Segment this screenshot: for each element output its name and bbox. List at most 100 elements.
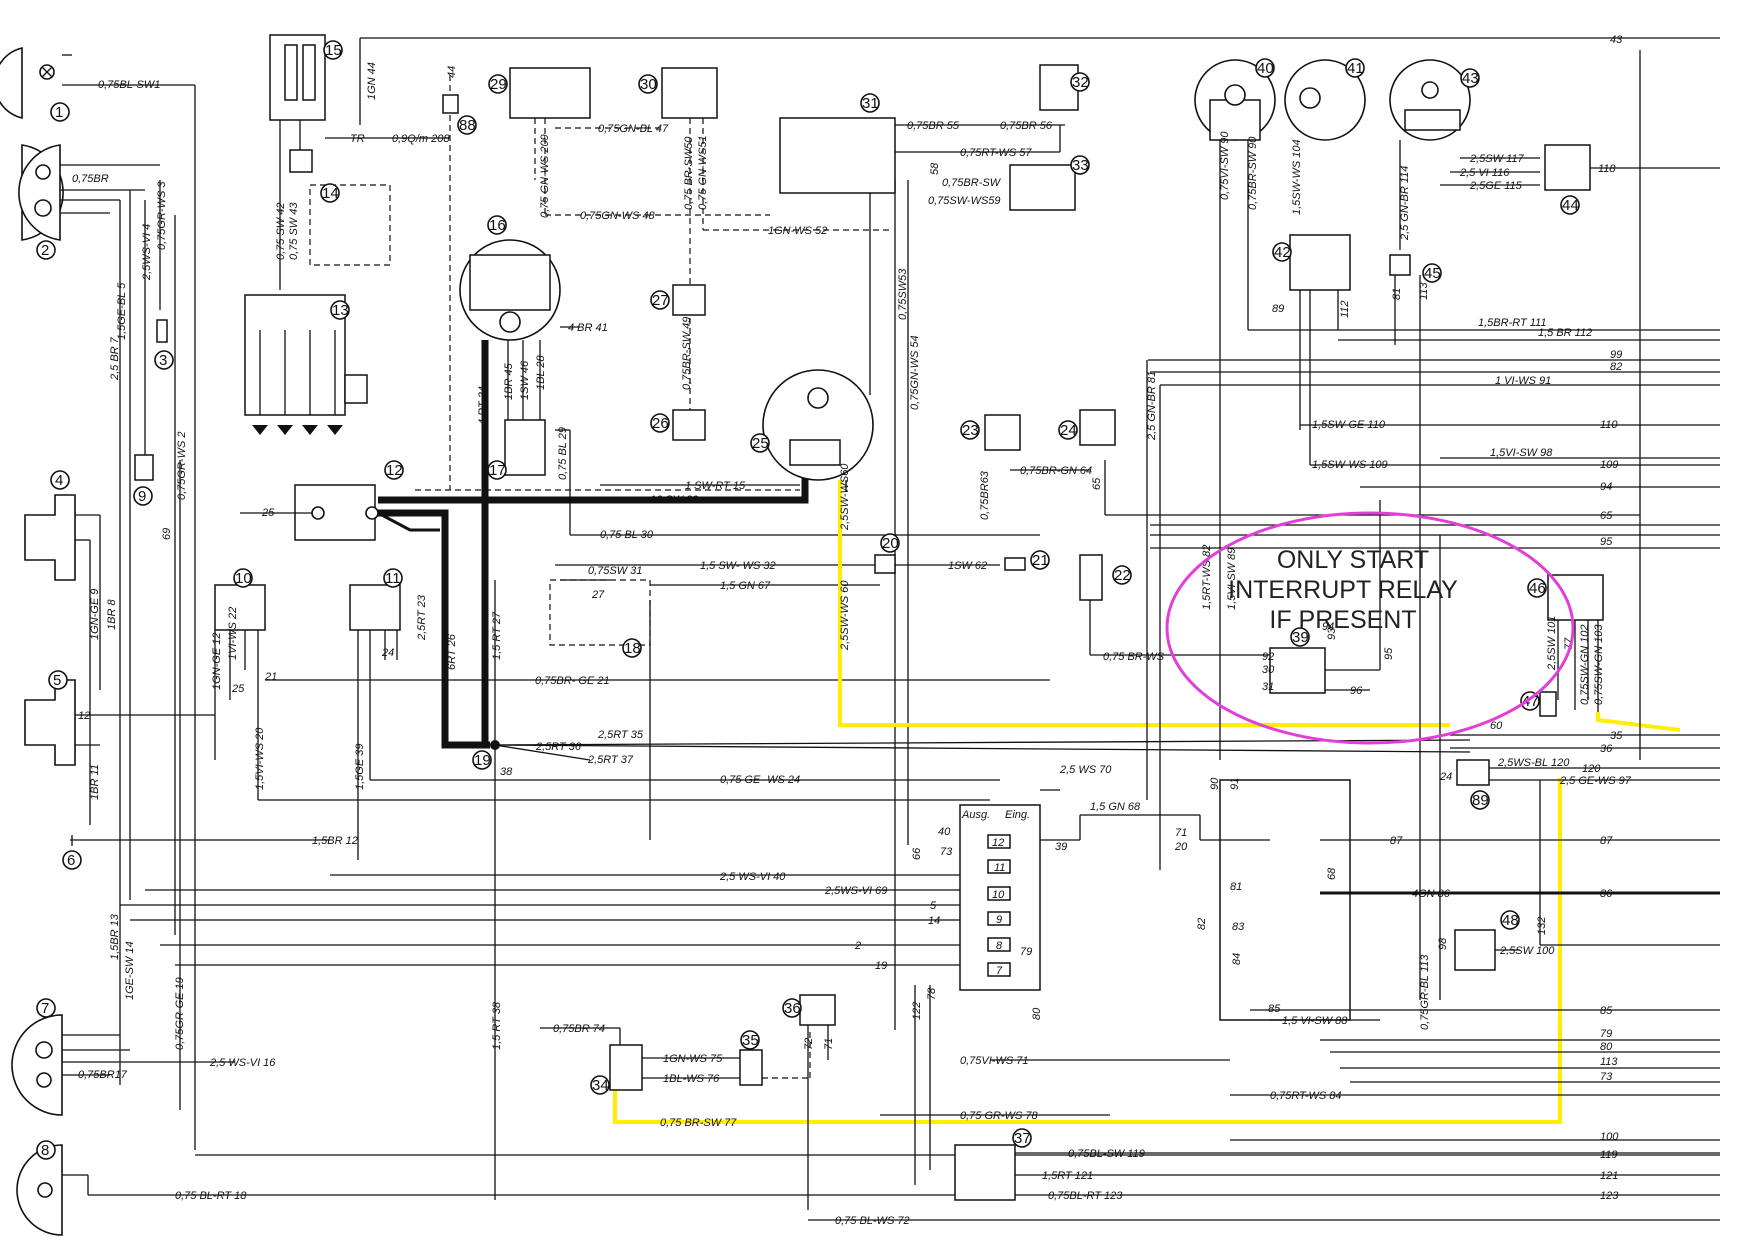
wire-label: 100 (1600, 1131, 1619, 1143)
wire-label: 0,75 GN-WS51 (697, 135, 709, 210)
comp-label-32: 32 (1072, 74, 1089, 91)
wire-label: 1 SW-RT 15 (685, 480, 746, 492)
wire-label: 2,5WS-VI 69 (824, 885, 887, 897)
wire-label: 72 (803, 1038, 815, 1050)
comp-label-40: 40 (1257, 60, 1274, 77)
wire-label: 36 (1600, 743, 1613, 755)
wire-label: 2,5RT 23 (416, 594, 428, 641)
horn-4: 4 (24, 470, 101, 825)
wire-label: 81 (1230, 881, 1242, 893)
wire-label: 69 (161, 528, 173, 540)
switch-37: 37 (954, 1128, 1032, 1201)
wire-label: 1,5 BR 112 (1538, 327, 1592, 339)
wire-label: 0,75BR17 (78, 1069, 128, 1081)
wire-label: 0,75SW-GN 102 (1579, 624, 1591, 705)
comp-label-11: 11 (385, 570, 401, 587)
wire-label: 0,75SW 31 (588, 565, 642, 577)
relay-11: 11 (349, 568, 403, 860)
wire-label: 0,75 GN-WS 209 (539, 134, 551, 218)
switch-3: 3 (154, 319, 174, 370)
wire-label: 0,75BR-GN 64 (1020, 465, 1092, 477)
wire-label: 0,75BR 74 (553, 1023, 605, 1035)
lamp-2: 2 0,75BR (18, 144, 160, 260)
wire-label: 0,75BR-SW 49 (681, 317, 693, 390)
wire-label: 86 (1600, 888, 1613, 900)
comp-label-35: 35 (742, 1032, 759, 1049)
wire-label: 35 (1610, 730, 1623, 742)
wire-label: 0,75VI-SW 90 (1219, 131, 1231, 200)
wire-label: 99 (1610, 349, 1622, 361)
wire-label: 65 (1091, 477, 1103, 490)
relay-10: 10 (214, 568, 266, 800)
fuse-label: 10 (992, 889, 1005, 901)
relay-48: 48 (1454, 910, 1520, 971)
wire-label: 2,5RT 37 (587, 754, 634, 766)
battery-12: 12 (240, 460, 404, 541)
comp-label-1: 1 (55, 104, 63, 121)
wire-label: 40 (938, 826, 951, 838)
relay-30: 30 (638, 67, 718, 119)
wire-label: 27 (591, 589, 605, 601)
wire-label: 1BL-WS 76 (663, 1073, 720, 1085)
sensor-88: 88 (442, 94, 477, 135)
wire-label: 1 VI-WS 91 (1495, 375, 1551, 387)
comp-label-45: 45 (1424, 265, 1441, 282)
motor-43: 43 (1389, 59, 1480, 141)
wire-label: 1GN-WS 75 (663, 1053, 723, 1065)
wire-label: 2,5SW 101 (1546, 616, 1558, 671)
wire-label: 109 (1600, 459, 1618, 471)
fuse-label: 8 (996, 940, 1003, 952)
ground-6: 6 (62, 835, 330, 870)
fuse-label: 11 (994, 862, 1005, 874)
switch-34: 34 (590, 1044, 643, 1095)
wire-label: 98 (1437, 937, 1449, 950)
wire-label: 0,75BL-SW1 (98, 79, 160, 91)
wire-label: 80 (1031, 1007, 1043, 1020)
relay-26: 26 (650, 409, 706, 441)
wire-label: 1VI-WS 22 (227, 607, 239, 660)
fuse-label: 7 (996, 965, 1003, 977)
wire-label: 2,5 VI 116 (1459, 167, 1510, 179)
comp-label-29: 29 (490, 76, 507, 93)
comp-label-36: 36 (784, 1000, 801, 1017)
wire-label: 20 (1174, 841, 1188, 853)
lamp-21: 21 (1004, 550, 1050, 571)
wire-label: 85 (1600, 1005, 1613, 1017)
switch-23: 23 (960, 414, 1021, 451)
wire-label: 81 (1391, 288, 1403, 300)
wire-label: 6RT 26 (446, 633, 458, 670)
lamp-7: 7 (11, 998, 235, 1116)
wire-label: 82 (1610, 361, 1622, 373)
wire-label: 30 (1262, 664, 1275, 676)
comp-label-13: 13 (332, 302, 349, 319)
wire-label: 89 (1272, 303, 1284, 315)
wire-label: 1,5GE-BL 5 (116, 282, 128, 340)
wire-label: 0,75GR-WS 2 (176, 432, 188, 500)
wire-label: 0,75 BL-RT 18 (175, 1190, 247, 1202)
wire-label: 0,75 BR-SW 77 (660, 1117, 737, 1129)
wire-label: 43 (1610, 34, 1623, 46)
wire-label: 65 (1600, 510, 1613, 522)
control-31: 31 (779, 93, 896, 194)
wire-label: 87 (1390, 835, 1403, 847)
annotation-start-interrupt-relay: ONLY START INTERRUPT RELAY IF PRESENT (1165, 511, 1575, 745)
wire-label: 1,5GE 39 (354, 744, 366, 790)
wire-label: 1,5BR 12 (312, 835, 358, 847)
wire-label: 2,5RT 36 (535, 741, 582, 753)
wire-label: 14 (928, 915, 940, 927)
wire-label: 85 (1268, 1003, 1281, 1015)
wire-label: 19 (875, 960, 887, 972)
wire-label: 0,75BR63 (979, 470, 991, 520)
wire-label: 2,5GE 115 (1469, 180, 1523, 192)
wire-label: 2,5RT 35 (597, 729, 644, 741)
connector-20: 20 (874, 533, 900, 574)
wire-label: 0,75SW-WS59 (928, 195, 1001, 207)
wire-label: 2,5SW-WS60 (839, 463, 851, 531)
wire-label: 0,75BR-SW 90 (1247, 136, 1259, 210)
wire-label: 94 (1600, 481, 1612, 493)
wire-label: 1,5SW-WS 109 (1312, 459, 1388, 471)
wire-label: 1,5VI-SW 89 (1226, 548, 1238, 610)
wire-label: 1,5BR-RT 111 (1478, 317, 1546, 329)
wire-label: 110 (1600, 419, 1618, 431)
